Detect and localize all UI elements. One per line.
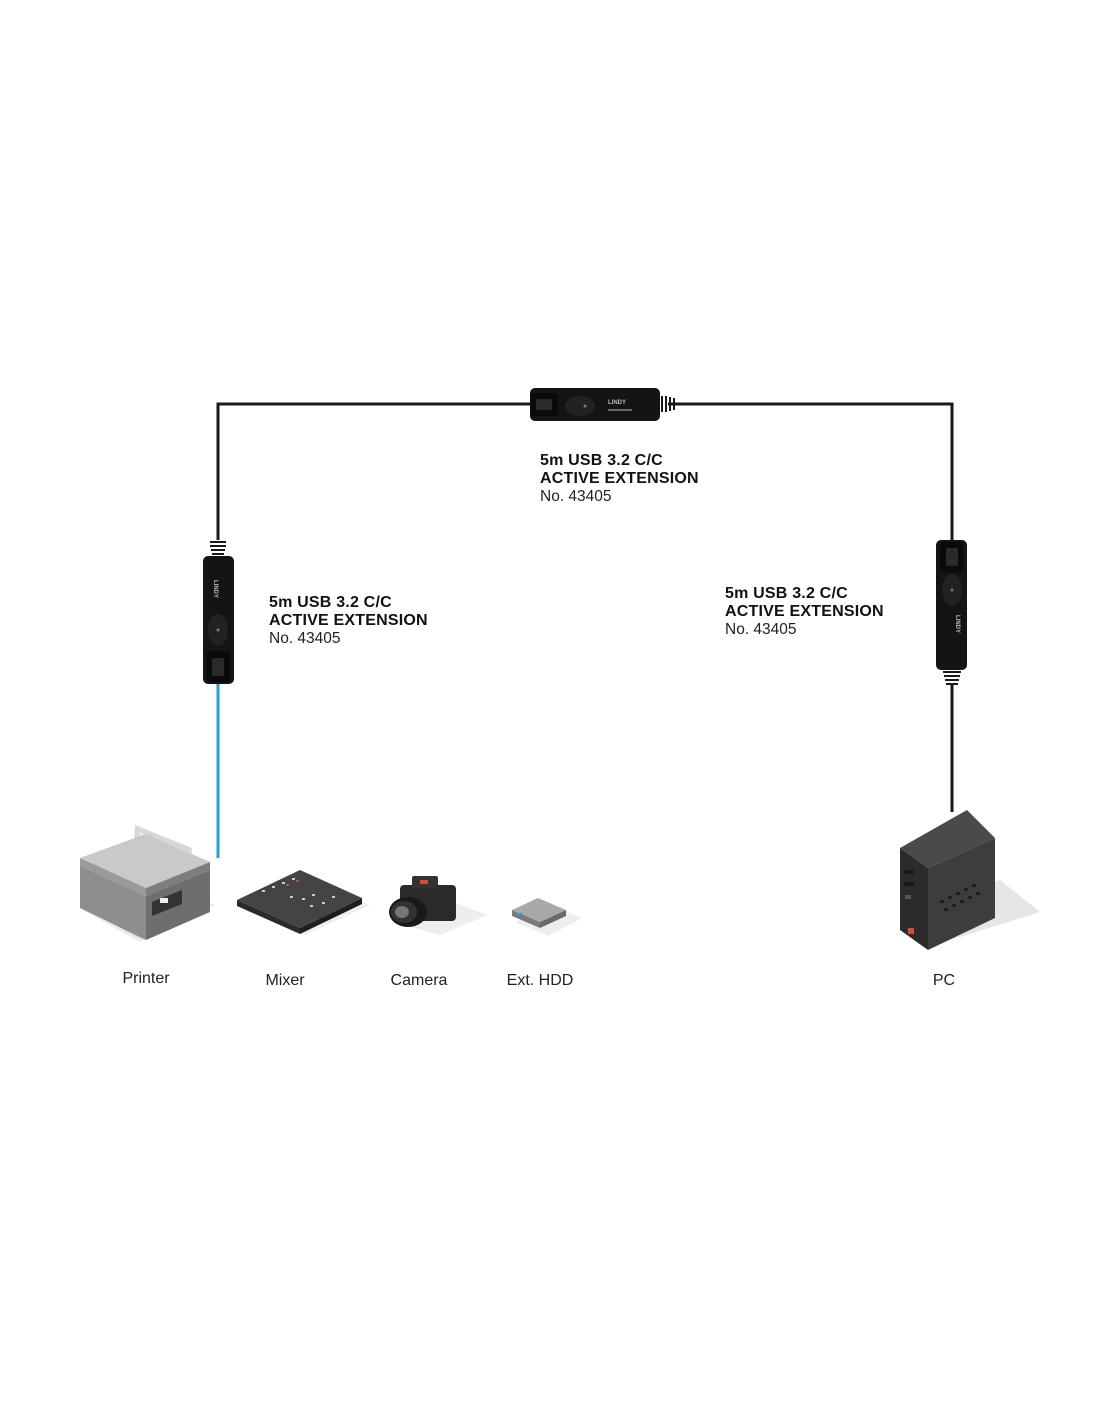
extension-label-right: 5m USB 3.2 C/C ACTIVE EXTENSION No. 4340… [725, 585, 884, 639]
extension-left-part-number: No. 43405 [269, 630, 341, 647]
mixer-icon [237, 870, 370, 935]
extension-top-subtitle: ACTIVE EXTENSION [540, 470, 699, 487]
device-label-pc: PC [932, 972, 956, 989]
printer-icon [80, 825, 215, 942]
cable-lines [216, 402, 954, 812]
extension-right-part-number: No. 43405 [725, 621, 797, 638]
device-label-hdd: Ext. HDD [506, 972, 574, 989]
hdd-icon [512, 898, 582, 936]
cable-left-to-top [216, 402, 532, 540]
brand-logo-left: LINDY [212, 580, 218, 598]
brand-logo-top: LINDY [608, 400, 626, 406]
extension-left-subtitle: ACTIVE EXTENSION [269, 612, 428, 629]
device-label-mixer: Mixer [265, 972, 305, 989]
extension-top-part-number: No. 43405 [540, 488, 612, 505]
extension-right-title: 5m USB 3.2 C/C [725, 585, 848, 602]
extension-left-title: 5m USB 3.2 C/C [269, 594, 392, 611]
device-label-camera: Camera [390, 972, 448, 989]
extension-label-left: 5m USB 3.2 C/C ACTIVE EXTENSION No. 4340… [269, 594, 428, 648]
device-label-printer: Printer [122, 970, 170, 987]
cable-top-to-right [668, 402, 954, 540]
brand-logo-right: LINDY [954, 615, 960, 633]
extension-right: LINDY [936, 540, 967, 685]
pc-icon [900, 810, 1040, 950]
extension-label-top: 5m USB 3.2 C/C ACTIVE EXTENSION No. 4340… [540, 452, 699, 506]
extension-top: LINDY [530, 388, 675, 421]
extension-left: LINDY [203, 541, 234, 684]
extension-top-title: 5m USB 3.2 C/C [540, 452, 663, 469]
camera-icon [389, 876, 488, 935]
extension-right-subtitle: ACTIVE EXTENSION [725, 603, 884, 620]
